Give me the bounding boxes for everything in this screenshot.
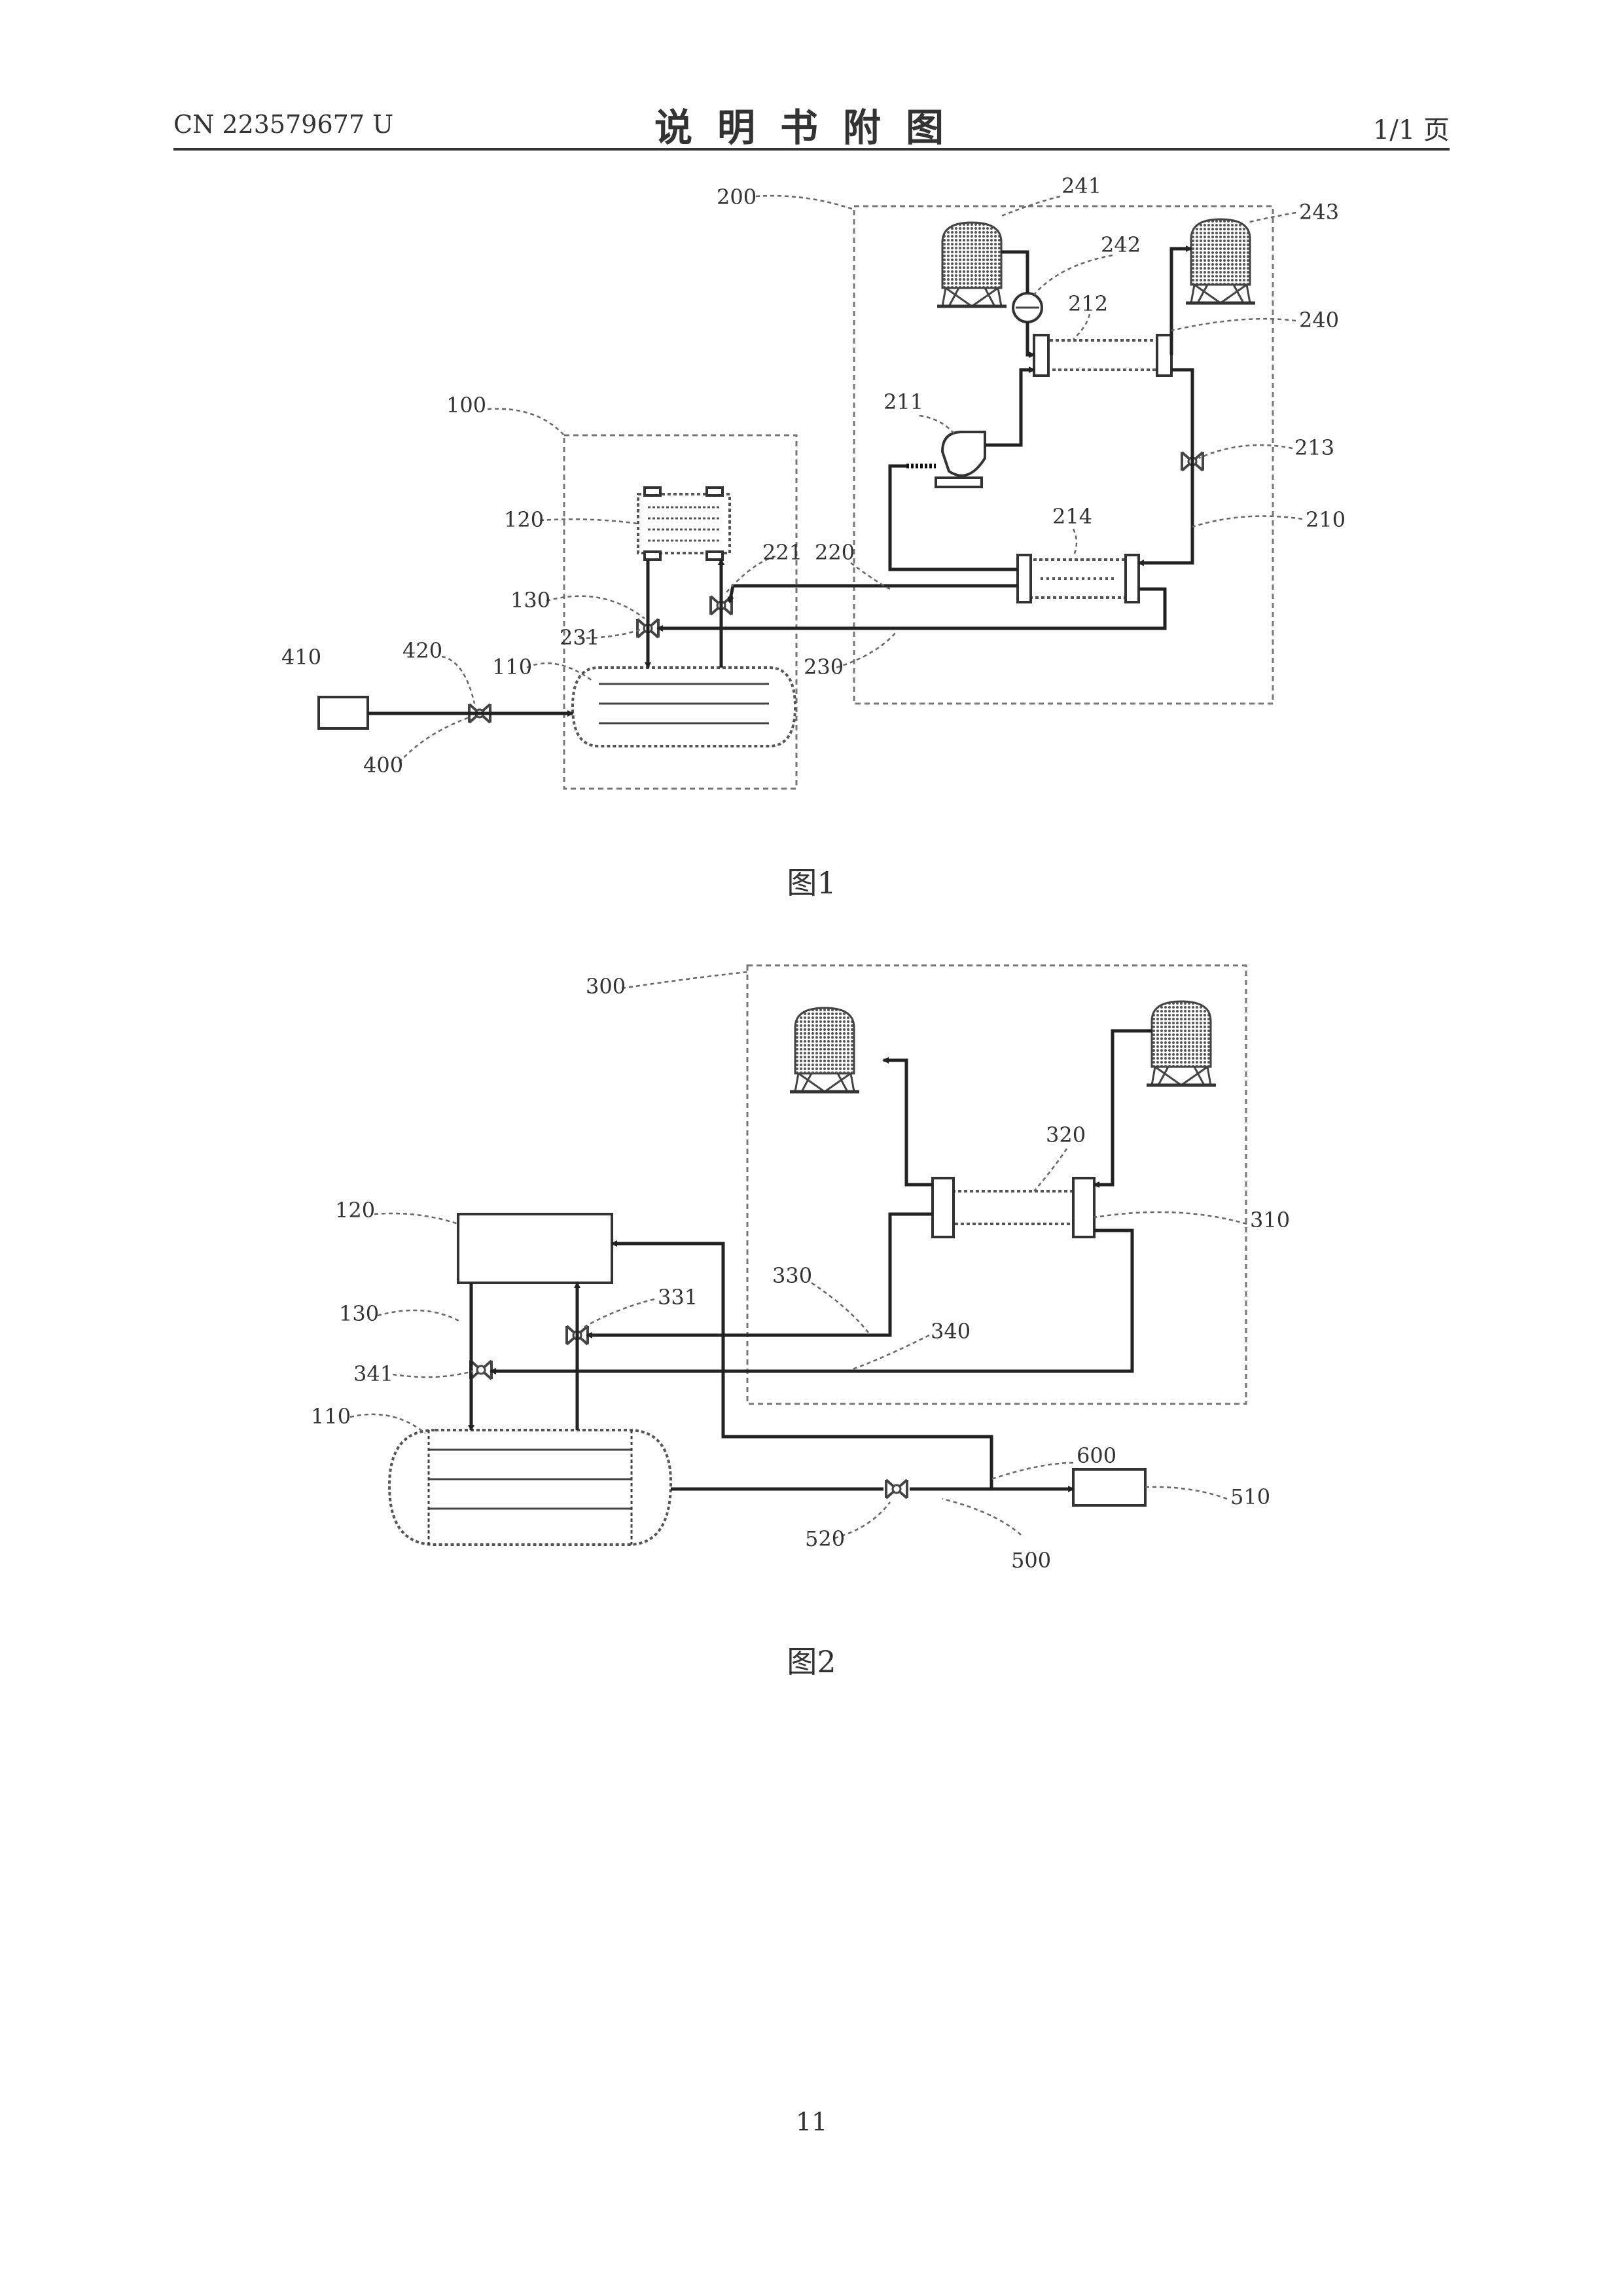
label-510: 510 — [1230, 1484, 1270, 1509]
valve-341 — [471, 1361, 491, 1379]
label-410: 410 — [281, 645, 321, 670]
page-number: 11 — [0, 2108, 1623, 2136]
figure-2-caption: 图2 — [787, 1644, 836, 1679]
label-100: 100 — [446, 393, 486, 418]
device-120 — [638, 494, 730, 553]
label-210: 210 — [1306, 507, 1346, 532]
label-520: 520 — [805, 1526, 845, 1551]
label-341: 341 — [353, 1361, 393, 1386]
storage-tank-right — [1147, 1001, 1216, 1085]
label-130: 130 — [339, 1301, 379, 1326]
label-220: 220 — [815, 540, 855, 565]
label-221: 221 — [762, 540, 802, 565]
label-400: 400 — [363, 753, 403, 778]
vessel-110 — [389, 1430, 671, 1545]
label-130: 130 — [510, 588, 550, 613]
label-331: 331 — [658, 1285, 698, 1310]
label-120: 120 — [504, 507, 544, 532]
heat-exchanger-320 — [952, 1191, 1083, 1224]
source-410 — [319, 697, 368, 728]
receiver-510 — [1073, 1469, 1145, 1505]
label-231: 231 — [560, 625, 599, 650]
label-320: 320 — [1046, 1122, 1086, 1147]
label-500: 500 — [1011, 1548, 1051, 1573]
storage-tank-left — [790, 1008, 859, 1092]
label-214: 214 — [1052, 504, 1092, 529]
label-211: 211 — [883, 389, 923, 414]
label-212: 212 — [1068, 291, 1108, 316]
label-600: 600 — [1077, 1443, 1116, 1468]
label-120: 120 — [335, 1198, 375, 1223]
label-420: 420 — [402, 638, 442, 663]
label-340: 340 — [931, 1319, 971, 1344]
heat-exchanger-212 — [1044, 340, 1162, 370]
label-240: 240 — [1299, 308, 1339, 332]
figure-2: 300 320 310 120 330 331 130 340 341 110 … — [311, 965, 1290, 1679]
label-230: 230 — [804, 655, 844, 679]
label-330: 330 — [772, 1263, 812, 1288]
vessel-110 — [573, 668, 795, 746]
storage-tank-243 — [1186, 219, 1255, 303]
label-242: 242 — [1101, 232, 1141, 257]
label-243: 243 — [1299, 200, 1339, 224]
label-310: 310 — [1250, 1208, 1290, 1232]
figure-1: 200 241 243 242 212 240 211 213 100 214 … — [281, 173, 1346, 901]
label-110: 110 — [492, 655, 532, 679]
label-213: 213 — [1294, 435, 1334, 460]
label-110: 110 — [311, 1404, 351, 1429]
valve-520 — [886, 1480, 907, 1498]
compressor-211 — [942, 432, 985, 476]
storage-tank-241 — [937, 223, 1007, 306]
label-241: 241 — [1061, 173, 1101, 198]
figure-1-caption: 图1 — [787, 865, 836, 901]
label-200: 200 — [717, 185, 757, 209]
device-120 — [458, 1214, 612, 1283]
label-300: 300 — [586, 974, 626, 999]
